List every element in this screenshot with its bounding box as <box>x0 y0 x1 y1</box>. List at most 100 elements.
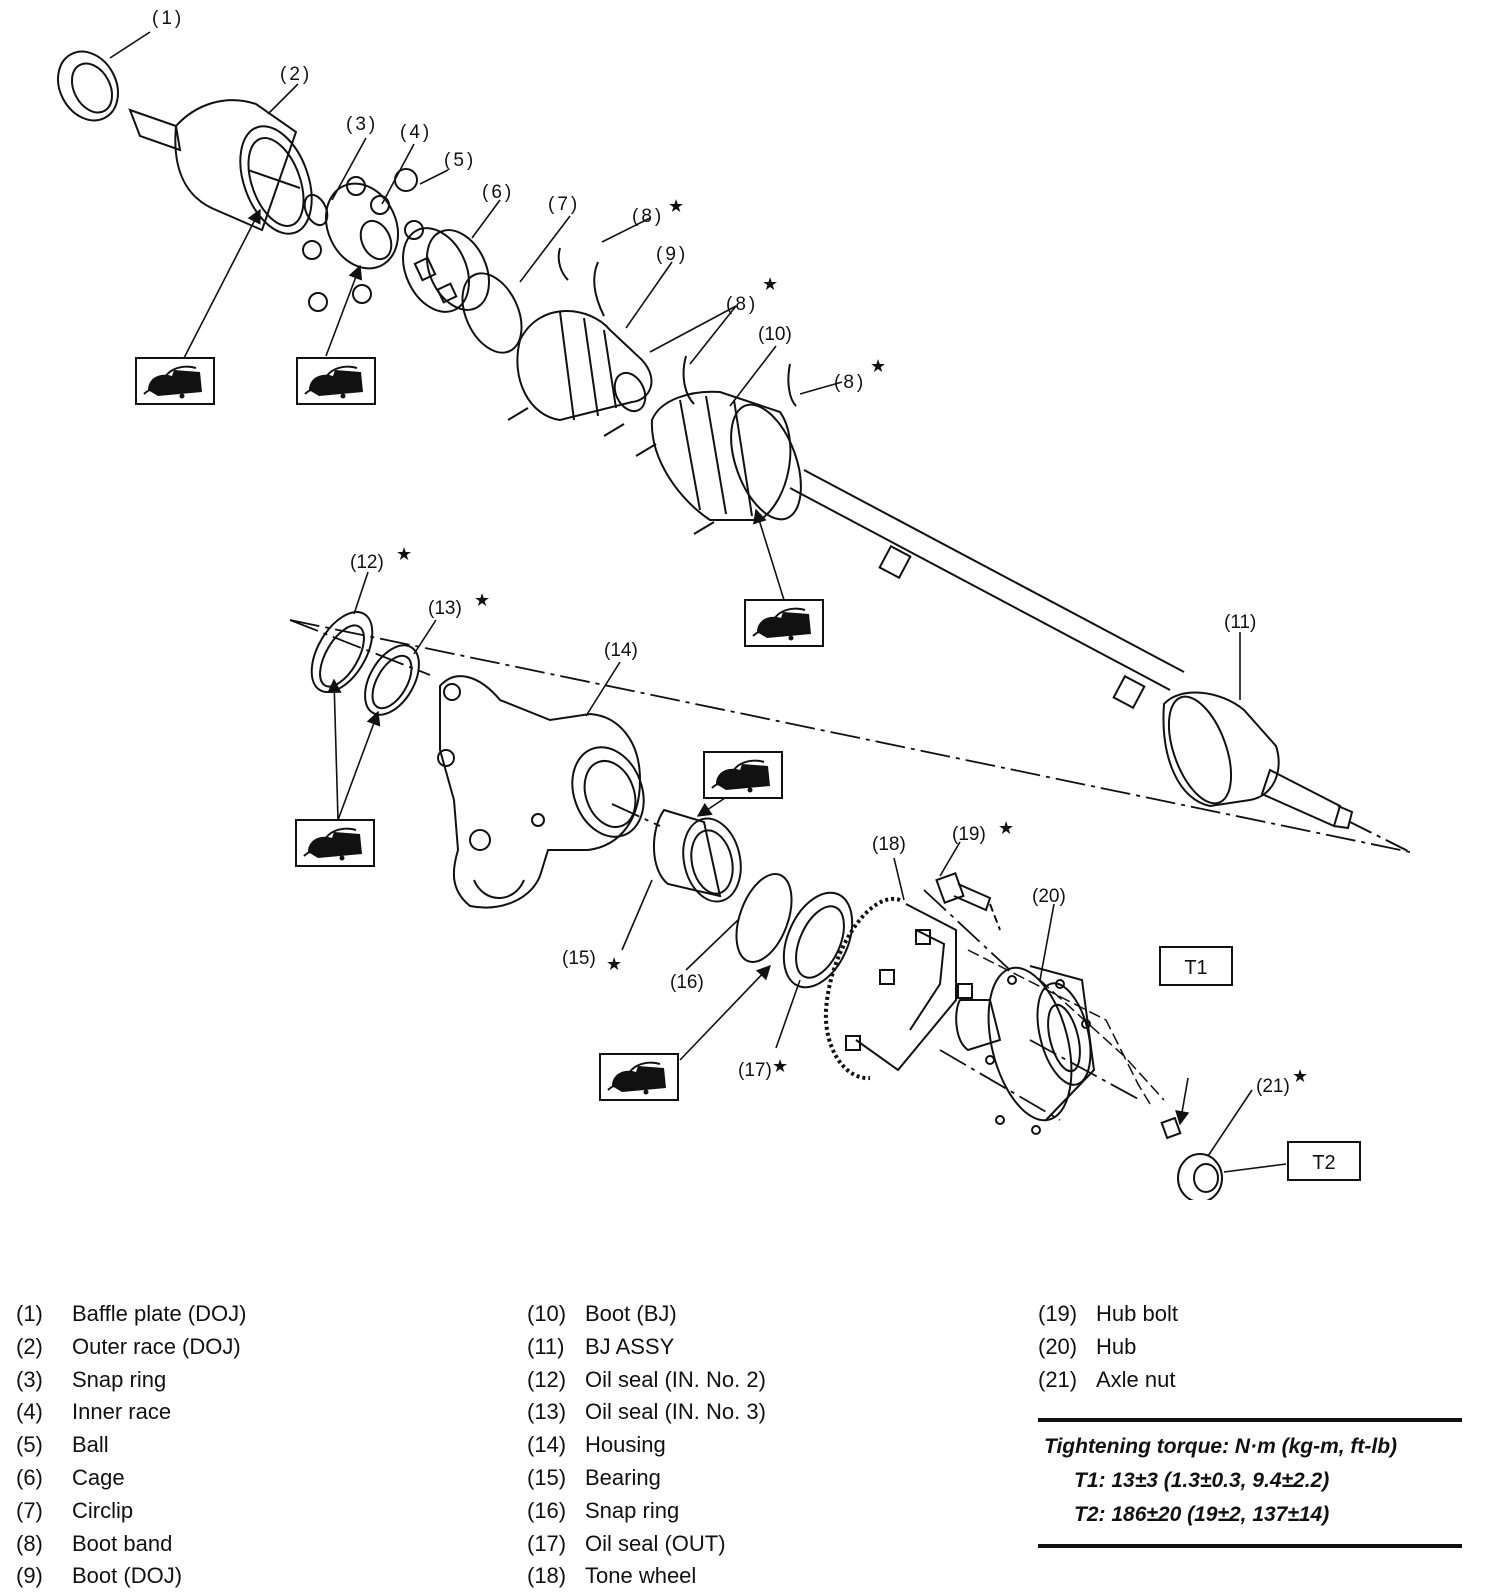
snap-ring-hub <box>735 873 793 963</box>
bj-assy <box>1162 691 1354 830</box>
callout-15: (15) <box>562 948 596 969</box>
callout-5: (5) <box>444 150 476 171</box>
snap-ring-doj <box>303 193 329 227</box>
torque-spec-t1: T1: 13±3 (1.3±0.3, 9.4±2.2) <box>1074 1469 1330 1492</box>
exploded-view-diagram: T1 T2 (1) (2) (3) (4) (5) (6) (7) (8) (9… <box>57 8 1411 1200</box>
oil-seal-in-no3 <box>364 644 420 716</box>
star-icon: ★ <box>606 954 622 974</box>
circlip <box>461 272 523 354</box>
upper-assembly <box>57 50 1411 853</box>
assembly-guide-lines <box>289 619 1411 1121</box>
legend-item: (14)Housing <box>527 1432 666 1458</box>
star-icon: ★ <box>396 544 412 564</box>
legend-item: (11)BJ ASSY <box>527 1333 675 1359</box>
tone-wheel <box>823 896 973 1081</box>
torque-spec-t2: T2: 186±20 (19±2, 137±14) <box>1074 1503 1330 1526</box>
torque-tag-t1: T1 <box>1159 946 1233 986</box>
legend-item: (7)Circlip <box>16 1497 134 1523</box>
legend-item: (19)Hub bolt <box>1038 1301 1178 1326</box>
legend-item: (18)Tone wheel <box>527 1563 697 1589</box>
legend-item: (3)Snap ring <box>16 1366 167 1392</box>
callout-20: (20) <box>1032 886 1066 907</box>
baffle-plate <box>57 50 119 122</box>
parts-legend-column-3: (19)Hub bolt (20)Hub (21)Axle nut <box>1038 1298 1178 1396</box>
legend-item: (9)Boot (DOJ) <box>16 1563 183 1589</box>
callout-19: (19) <box>952 824 986 845</box>
oil-seal-in-no2 <box>310 611 374 693</box>
boot-bands <box>507 247 797 535</box>
housing <box>437 675 645 909</box>
legend-item: (2)Outer race (DOJ) <box>16 1333 241 1359</box>
callout-8a: (8) <box>632 206 664 227</box>
balls <box>302 168 424 312</box>
star-icon: ★ <box>1292 1066 1308 1086</box>
inner-race <box>325 182 399 270</box>
star-icon: ★ <box>668 196 684 216</box>
callout-17: (17) <box>738 1060 772 1081</box>
upper-axis-line <box>1349 821 1411 853</box>
hub-cap-bolt <box>1160 1116 1182 1140</box>
callout-10: (10) <box>758 324 792 345</box>
grease-icon <box>295 819 375 867</box>
grease-icon <box>296 357 376 405</box>
hub-bolt <box>935 872 1001 931</box>
parts-legend-column-2: (10)Boot (BJ) (11)BJ ASSY (12)Oil seal (… <box>527 1298 766 1593</box>
axle-nut <box>1177 1153 1223 1200</box>
callout-4: (4) <box>400 122 432 143</box>
legend-item: (15)Bearing <box>527 1464 661 1490</box>
callout-8b: (8) <box>726 294 758 315</box>
legend-item: (12)Oil seal (IN. No. 2) <box>527 1366 766 1392</box>
legend-item: (6)Cage <box>16 1464 125 1490</box>
callout-6: (6) <box>482 182 514 203</box>
legend-item: (5)Ball <box>16 1432 109 1458</box>
svg-text:T2: T2 <box>1312 1152 1335 1174</box>
torque-heading: Tightening torque: N·m (kg-m, ft-lb) <box>1044 1435 1398 1458</box>
grease-icon <box>703 751 783 799</box>
bearing <box>653 808 742 903</box>
grease-icon <box>744 599 824 647</box>
star-icon: ★ <box>998 818 1014 838</box>
grease-icon <box>599 1053 679 1101</box>
star-icon: ★ <box>870 356 886 376</box>
callout-1: (1) <box>152 8 184 29</box>
boot-bj <box>650 390 802 521</box>
callout-8c: (8) <box>834 372 866 393</box>
lower-assembly <box>310 611 1223 1200</box>
drive-shaft <box>789 469 1185 710</box>
callout-7: (7) <box>548 194 580 215</box>
legend-item: (10)Boot (BJ) <box>527 1301 677 1326</box>
legend-item: (13)Oil seal (IN. No. 3) <box>527 1399 766 1425</box>
torque-tag-t2: T2 <box>1287 1141 1361 1181</box>
legend-item: (1)Baffle plate (DOJ) <box>16 1301 247 1326</box>
boot-doj <box>516 310 653 422</box>
star-icon: ★ <box>474 590 490 610</box>
callout-11: (11) <box>1224 612 1256 633</box>
legend-item: (17)Oil seal (OUT) <box>527 1530 726 1556</box>
grease-icon <box>135 357 215 405</box>
callout-18: (18) <box>872 834 906 855</box>
tightening-torque-box: Tightening torque: N·m (kg-m, ft-lb) T1:… <box>1038 1418 1462 1548</box>
callout-9: (9) <box>656 244 688 265</box>
legend-item: (16)Snap ring <box>527 1497 680 1523</box>
parts-legend-column-1: (1)Baffle plate (DOJ) (2)Outer race (DOJ… <box>16 1298 246 1593</box>
callout-2: (2) <box>280 64 312 85</box>
callout-12: (12) <box>350 552 384 573</box>
legend-item: (21)Axle nut <box>1038 1366 1176 1392</box>
outer-race-doj <box>128 99 313 235</box>
legend-item: (20)Hub <box>1038 1333 1137 1359</box>
star-icon: ★ <box>772 1056 788 1076</box>
callout-3: (3) <box>346 114 378 135</box>
legend-item: (8)Boot band <box>16 1530 173 1556</box>
svg-text:T1: T1 <box>1184 957 1207 979</box>
hub <box>955 965 1096 1135</box>
oil-seal-out <box>782 891 854 989</box>
callout-14: (14) <box>604 640 638 661</box>
star-icon: ★ <box>762 274 778 294</box>
hub-assembly-guide <box>967 949 1165 1105</box>
cage <box>402 227 490 313</box>
legend-item: (4)Inner race <box>16 1399 172 1425</box>
callout-13: (13) <box>428 598 462 619</box>
callout-21: (21) <box>1256 1076 1290 1097</box>
callout-16: (16) <box>670 972 704 993</box>
leader-lines <box>109 31 1287 1173</box>
